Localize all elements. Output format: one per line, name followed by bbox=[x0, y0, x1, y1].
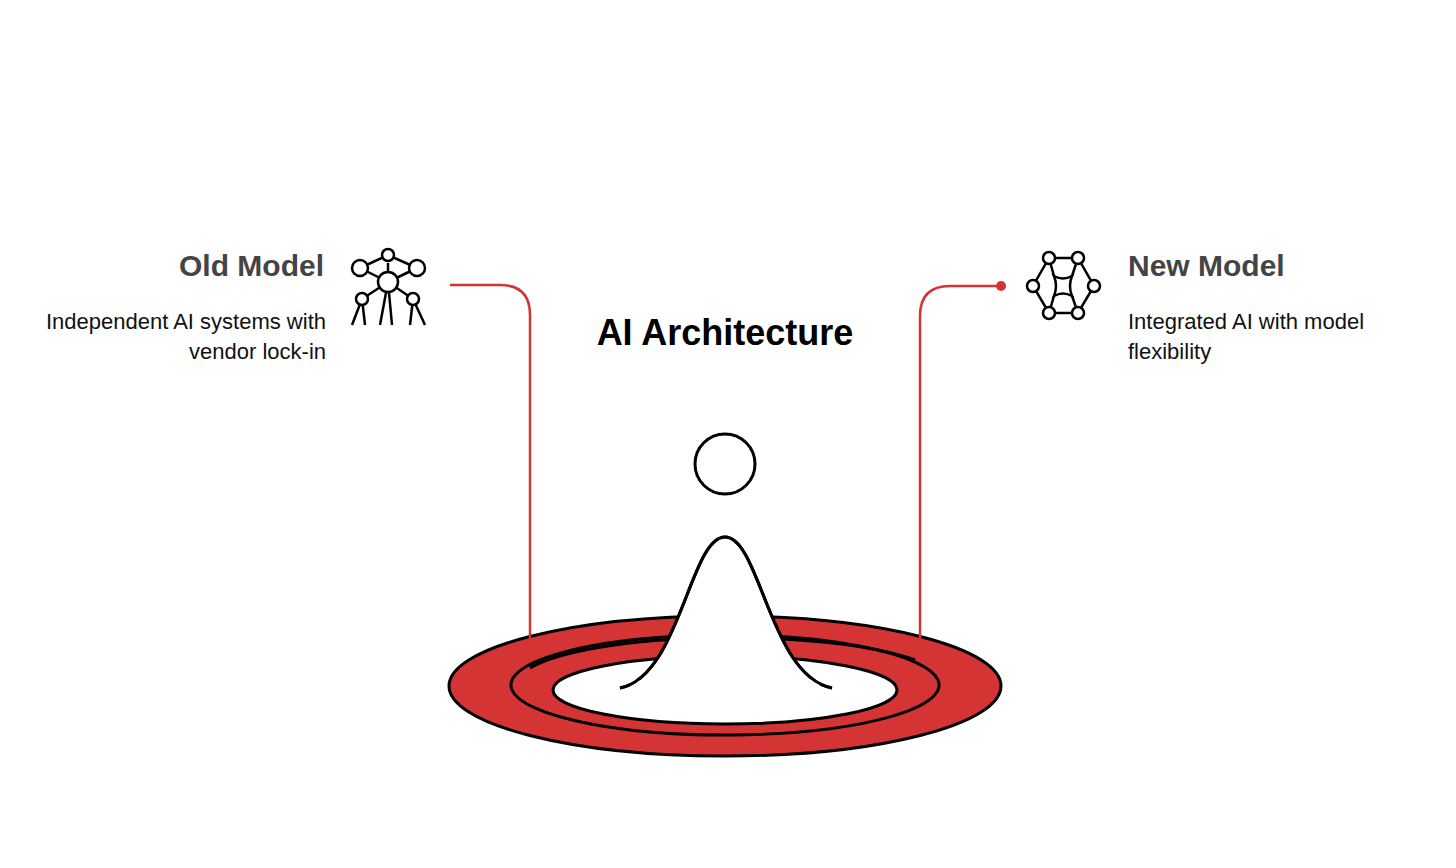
head-circle bbox=[695, 434, 755, 494]
bell-fill bbox=[630, 680, 820, 688]
leader-line bbox=[450, 285, 530, 640]
integration-icon bbox=[1027, 252, 1100, 319]
leader-line bbox=[920, 286, 1001, 640]
section-heading: New Model bbox=[1128, 248, 1428, 284]
bell-curve bbox=[620, 537, 832, 688]
section-description: Integrated AI with model flexibility bbox=[1128, 307, 1428, 367]
section-description: Independent AI systems with vendor lock-… bbox=[26, 307, 326, 367]
leader-dot bbox=[996, 281, 1006, 291]
network-icon bbox=[352, 249, 425, 325]
diagram-title: AI Architecture bbox=[575, 308, 875, 358]
bell-curve bbox=[620, 537, 832, 688]
section-heading: Old Model bbox=[34, 248, 324, 284]
